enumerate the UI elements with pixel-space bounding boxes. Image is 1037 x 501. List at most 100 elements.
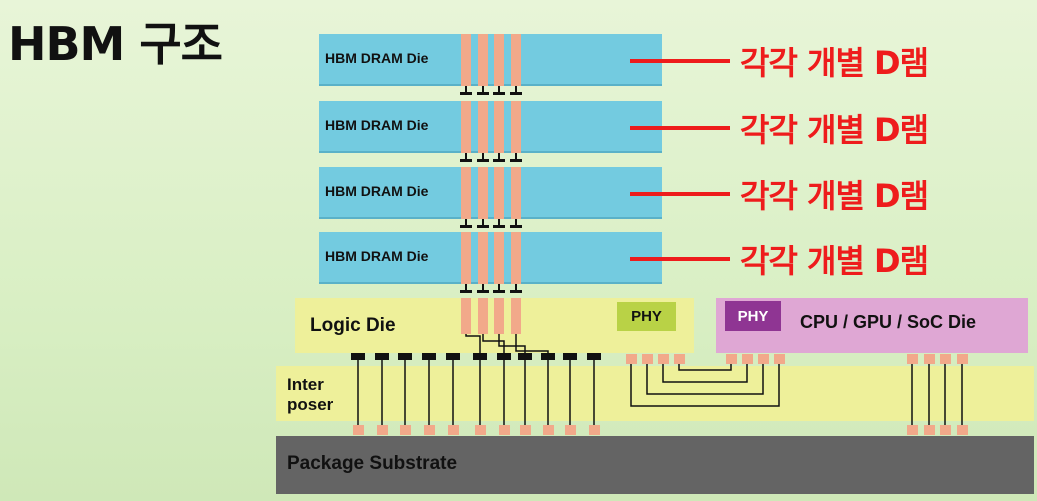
phy-link-wire bbox=[662, 364, 748, 383]
substrate-bump bbox=[377, 425, 388, 435]
dram-die-1: HBM DRAM Die bbox=[319, 34, 662, 86]
c4-bump bbox=[398, 353, 412, 360]
phy-link-wire bbox=[646, 364, 764, 395]
c4-bump bbox=[563, 353, 577, 360]
tsv-segment bbox=[511, 298, 521, 334]
substrate-bump bbox=[924, 425, 935, 435]
substrate-bump bbox=[907, 425, 918, 435]
wiring-group bbox=[357, 334, 963, 428]
micro-bump bbox=[510, 225, 522, 228]
tsv-segment bbox=[494, 101, 504, 153]
substrate-bump bbox=[957, 425, 968, 435]
dram-die-3: HBM DRAM Die bbox=[319, 167, 662, 219]
logic-internal-wire bbox=[465, 334, 481, 358]
phy-bump bbox=[658, 354, 669, 364]
c4-bump bbox=[473, 353, 487, 360]
phy-bump bbox=[642, 354, 653, 364]
substrate-bump bbox=[475, 425, 486, 435]
callout-label-3: 각각 개별 D램 bbox=[740, 177, 929, 215]
tsv-segment bbox=[478, 34, 488, 86]
cpu-bump bbox=[907, 354, 918, 364]
phy-bump bbox=[774, 354, 785, 364]
micro-bump bbox=[493, 225, 505, 228]
micro-bump bbox=[493, 92, 505, 95]
tsv-segment bbox=[511, 34, 521, 86]
micro-bump bbox=[477, 225, 489, 228]
tsv-segment bbox=[461, 167, 471, 219]
interposer-label: Inter poser bbox=[287, 375, 334, 414]
substrate-bump bbox=[424, 425, 435, 435]
cpu-bump bbox=[940, 354, 951, 364]
tsv-segment bbox=[494, 298, 504, 334]
c4-bump bbox=[375, 353, 389, 360]
callout-label-1: 각각 개별 D램 bbox=[740, 44, 929, 82]
dram-die-label: HBM DRAM Die bbox=[325, 50, 429, 66]
logic-die-label: Logic Die bbox=[310, 315, 396, 336]
logic-internal-wire bbox=[498, 334, 526, 358]
tsv-segment bbox=[478, 167, 488, 219]
cpu-die-label: CPU / GPU / SoC Die bbox=[800, 312, 977, 332]
tsv-segment bbox=[461, 34, 471, 86]
callout-arrows bbox=[630, 59, 730, 261]
logic-internal-wire bbox=[482, 334, 505, 358]
package-substrate: Package Substrate bbox=[276, 436, 1034, 494]
phy-link-wire bbox=[630, 364, 780, 407]
tsv-segment bbox=[511, 232, 521, 284]
tsv-segment bbox=[461, 101, 471, 153]
micro-bump bbox=[460, 290, 472, 293]
substrate-label: Package Substrate bbox=[287, 453, 458, 474]
tsv-segment bbox=[478, 298, 488, 334]
c4-bump bbox=[351, 353, 365, 360]
tsv-segment bbox=[461, 298, 471, 334]
c4-bump bbox=[518, 353, 532, 360]
micro-bump bbox=[510, 159, 522, 162]
dram-die-label: HBM DRAM Die bbox=[325, 183, 429, 199]
substrate-bump bbox=[565, 425, 576, 435]
substrate-bump bbox=[520, 425, 531, 435]
tsv-group bbox=[460, 34, 522, 334]
phy-link-wire bbox=[678, 364, 732, 371]
page-title: HBM 구조 bbox=[8, 17, 223, 71]
dram-die-label: HBM DRAM Die bbox=[325, 248, 429, 264]
c4-bump bbox=[587, 353, 601, 360]
micro-bump bbox=[510, 92, 522, 95]
logic-phy-block: PHY bbox=[617, 302, 676, 331]
tsv-segment bbox=[511, 167, 521, 219]
micro-bump bbox=[477, 92, 489, 95]
callout-label-4: 각각 개별 D램 bbox=[740, 242, 929, 280]
dram-die-4: HBM DRAM Die bbox=[319, 232, 662, 284]
substrate-bump bbox=[448, 425, 459, 435]
phy-bump bbox=[726, 354, 737, 364]
c4-bump bbox=[422, 353, 436, 360]
phy-bump bbox=[626, 354, 637, 364]
tsv-segment bbox=[494, 167, 504, 219]
bump-group bbox=[351, 353, 968, 435]
c4-bump bbox=[497, 353, 511, 360]
micro-bump bbox=[493, 290, 505, 293]
cpu-bump bbox=[924, 354, 935, 364]
c4-bump bbox=[446, 353, 460, 360]
phy-bump bbox=[742, 354, 753, 364]
micro-bump bbox=[460, 92, 472, 95]
tsv-segment bbox=[494, 232, 504, 284]
micro-bump bbox=[460, 225, 472, 228]
substrate-bump bbox=[400, 425, 411, 435]
tsv-segment bbox=[461, 232, 471, 284]
tsv-segment bbox=[478, 101, 488, 153]
substrate-bump bbox=[589, 425, 600, 435]
substrate-bump bbox=[940, 425, 951, 435]
cpu-bump bbox=[957, 354, 968, 364]
callout-label-2: 각각 개별 D램 bbox=[740, 111, 929, 149]
micro-bump bbox=[493, 159, 505, 162]
dram-die-label: HBM DRAM Die bbox=[325, 117, 429, 133]
tsv-segment bbox=[478, 232, 488, 284]
substrate-bump bbox=[543, 425, 554, 435]
micro-bump bbox=[460, 159, 472, 162]
dram-die-2: HBM DRAM Die bbox=[319, 101, 662, 153]
substrate-bump bbox=[353, 425, 364, 435]
phy-bump bbox=[674, 354, 685, 364]
c4-bump bbox=[541, 353, 555, 360]
tsv-segment bbox=[511, 101, 521, 153]
cpu-phy-block: PHY bbox=[725, 301, 781, 331]
